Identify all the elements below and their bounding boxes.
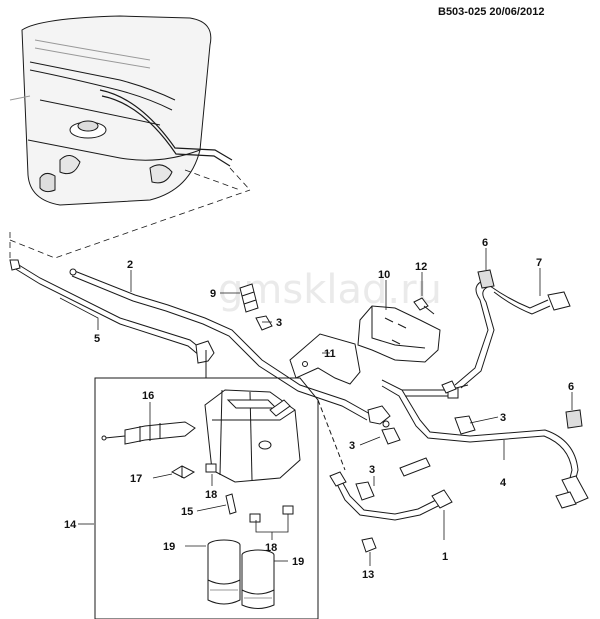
callout-3-upper: 3 [276,317,282,329]
filter-assembly-frame [94,350,346,619]
callout-12: 12 [415,261,427,273]
callout-14: 14 [64,519,77,531]
heater-sensor-16 [101,421,196,445]
callout-7: 7 [536,257,542,269]
callout-3-lower: 3 [369,464,375,476]
reference-date: 20/06/2012 [489,6,545,18]
callout-13: 13 [362,569,374,581]
callout-19-left: 19 [163,541,175,553]
diagram-reference: B503-025 20/06/2012 [438,6,544,18]
callout-labels: 1 2 3 3 3 3 4 5 6 6 7 9 10 11 12 13 14 1… [64,237,574,581]
fuel-line-5 [9,259,215,364]
callout-6-top: 6 [482,237,488,249]
fuel-line-2 [69,268,391,425]
seal-18 [205,463,294,523]
fuel-line-1 [329,457,453,521]
clip-6-right [565,409,583,429]
filter-cartridge-19-right [241,549,275,609]
callout-6-right: 6 [568,381,574,393]
callout-18-left: 18 [205,489,217,501]
callout-10: 10 [378,269,390,281]
vehicle-outline-dashed [9,167,251,262]
clip-9 [239,283,259,313]
drain-15 [225,493,237,515]
callout-2: 2 [127,259,133,271]
clip-3-upper-left [255,315,273,331]
callout-9: 9 [210,288,216,300]
callout-15: 15 [181,506,193,518]
callout-19-right: 19 [292,556,304,568]
callout-5: 5 [94,333,100,345]
callout-18-right: 18 [265,542,277,554]
leader-lines [59,248,573,566]
bolt-12 [413,297,435,315]
clip-6-top [477,269,495,289]
callout-4: 4 [500,477,507,489]
clip-3-lower [355,481,375,501]
reference-code: B503-025 [438,6,487,18]
callout-3-right: 3 [500,412,506,424]
plug-13 [361,537,377,553]
callout-1: 1 [442,551,448,563]
fuel-filter-housing [204,389,301,483]
callout-11: 11 [324,348,336,360]
fuel-tank [9,15,233,206]
clip-3-right [454,415,476,435]
bracket-11 [289,333,361,385]
fuel-line-7 [441,279,571,394]
sensor-17 [170,465,196,479]
callout-17: 17 [130,473,142,485]
callout-3-middle: 3 [349,440,355,452]
filter-cartridge-19-left [207,539,241,605]
callout-16: 16 [142,390,154,402]
clip-3-middle [381,420,401,445]
bracket-10 [357,305,441,363]
fuel-line-4 [381,379,589,509]
